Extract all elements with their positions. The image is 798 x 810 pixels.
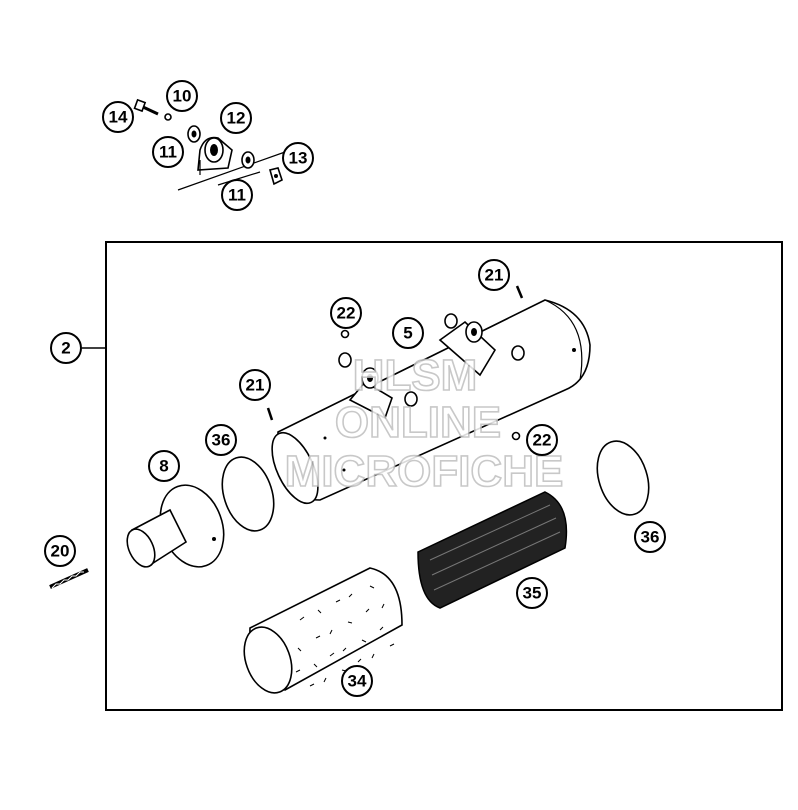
callout-20: 20: [44, 535, 76, 567]
callout-8: 8: [148, 450, 180, 482]
callout-label: 22: [337, 304, 356, 323]
callout-label: 21: [246, 376, 265, 395]
callout-34: 34: [341, 665, 373, 697]
assembly-frame: [105, 241, 783, 711]
spring-part: [49, 568, 89, 589]
body-mounting-bracket: [338, 313, 525, 420]
callout-label: 35: [523, 584, 542, 603]
clip-nut-part: [269, 167, 283, 186]
callout-label: 12: [227, 109, 246, 128]
callout-label: 36: [212, 431, 231, 450]
bolt-part: [133, 98, 159, 116]
callout-label: 11: [159, 143, 177, 162]
callout-label: 34: [348, 672, 367, 691]
callout-label: 14: [109, 108, 128, 127]
callout-label: 13: [289, 149, 308, 168]
callout-label: 8: [159, 457, 168, 476]
callout-13: 13: [282, 142, 314, 174]
perforated-tube-part: [243, 567, 403, 694]
callout-36-right: 36: [634, 521, 666, 553]
callout-label: 36: [641, 528, 660, 547]
gasket-ring-left: [221, 456, 275, 532]
callout-14: 14: [102, 101, 134, 133]
watermark: HLSM ONLINE MICROFICHE: [284, 350, 564, 497]
callout-2: 2: [50, 332, 82, 364]
callout-label: 22: [533, 431, 552, 450]
callout-11-lower: 11: [221, 179, 253, 211]
end-cap-part: [126, 484, 225, 568]
callout-12: 12: [220, 102, 252, 134]
callout-5: 5: [392, 317, 424, 349]
callout-label: 20: [51, 542, 70, 561]
callout-21-upper: 21: [478, 259, 510, 291]
rubber-mount-part: [197, 136, 233, 175]
rivet-part: [266, 285, 524, 441]
watermark-line-1: HLSM: [353, 351, 478, 400]
callout-label: 2: [61, 339, 70, 358]
callout-36-left: 36: [205, 424, 237, 456]
packing-roll-part: [417, 491, 568, 609]
callout-35: 35: [516, 577, 548, 609]
callout-10: 10: [166, 80, 198, 112]
watermark-line-2: ONLINE: [335, 398, 501, 447]
callout-22-upper: 22: [330, 297, 362, 329]
callout-22-lower: 22: [526, 424, 558, 456]
callout-label: 5: [403, 324, 412, 343]
callout-21-lower: 21: [239, 369, 271, 401]
callout-label: 11: [228, 186, 246, 205]
callout-11-upper: 11: [152, 136, 184, 168]
gasket-ring-right: [596, 440, 650, 516]
callout-label: 10: [173, 87, 192, 106]
watermark-line-3: MICROFICHE: [285, 447, 564, 496]
small-washer-part: [164, 113, 172, 121]
bracket-subassembly: [133, 98, 286, 191]
callout-label: 21: [485, 266, 504, 285]
